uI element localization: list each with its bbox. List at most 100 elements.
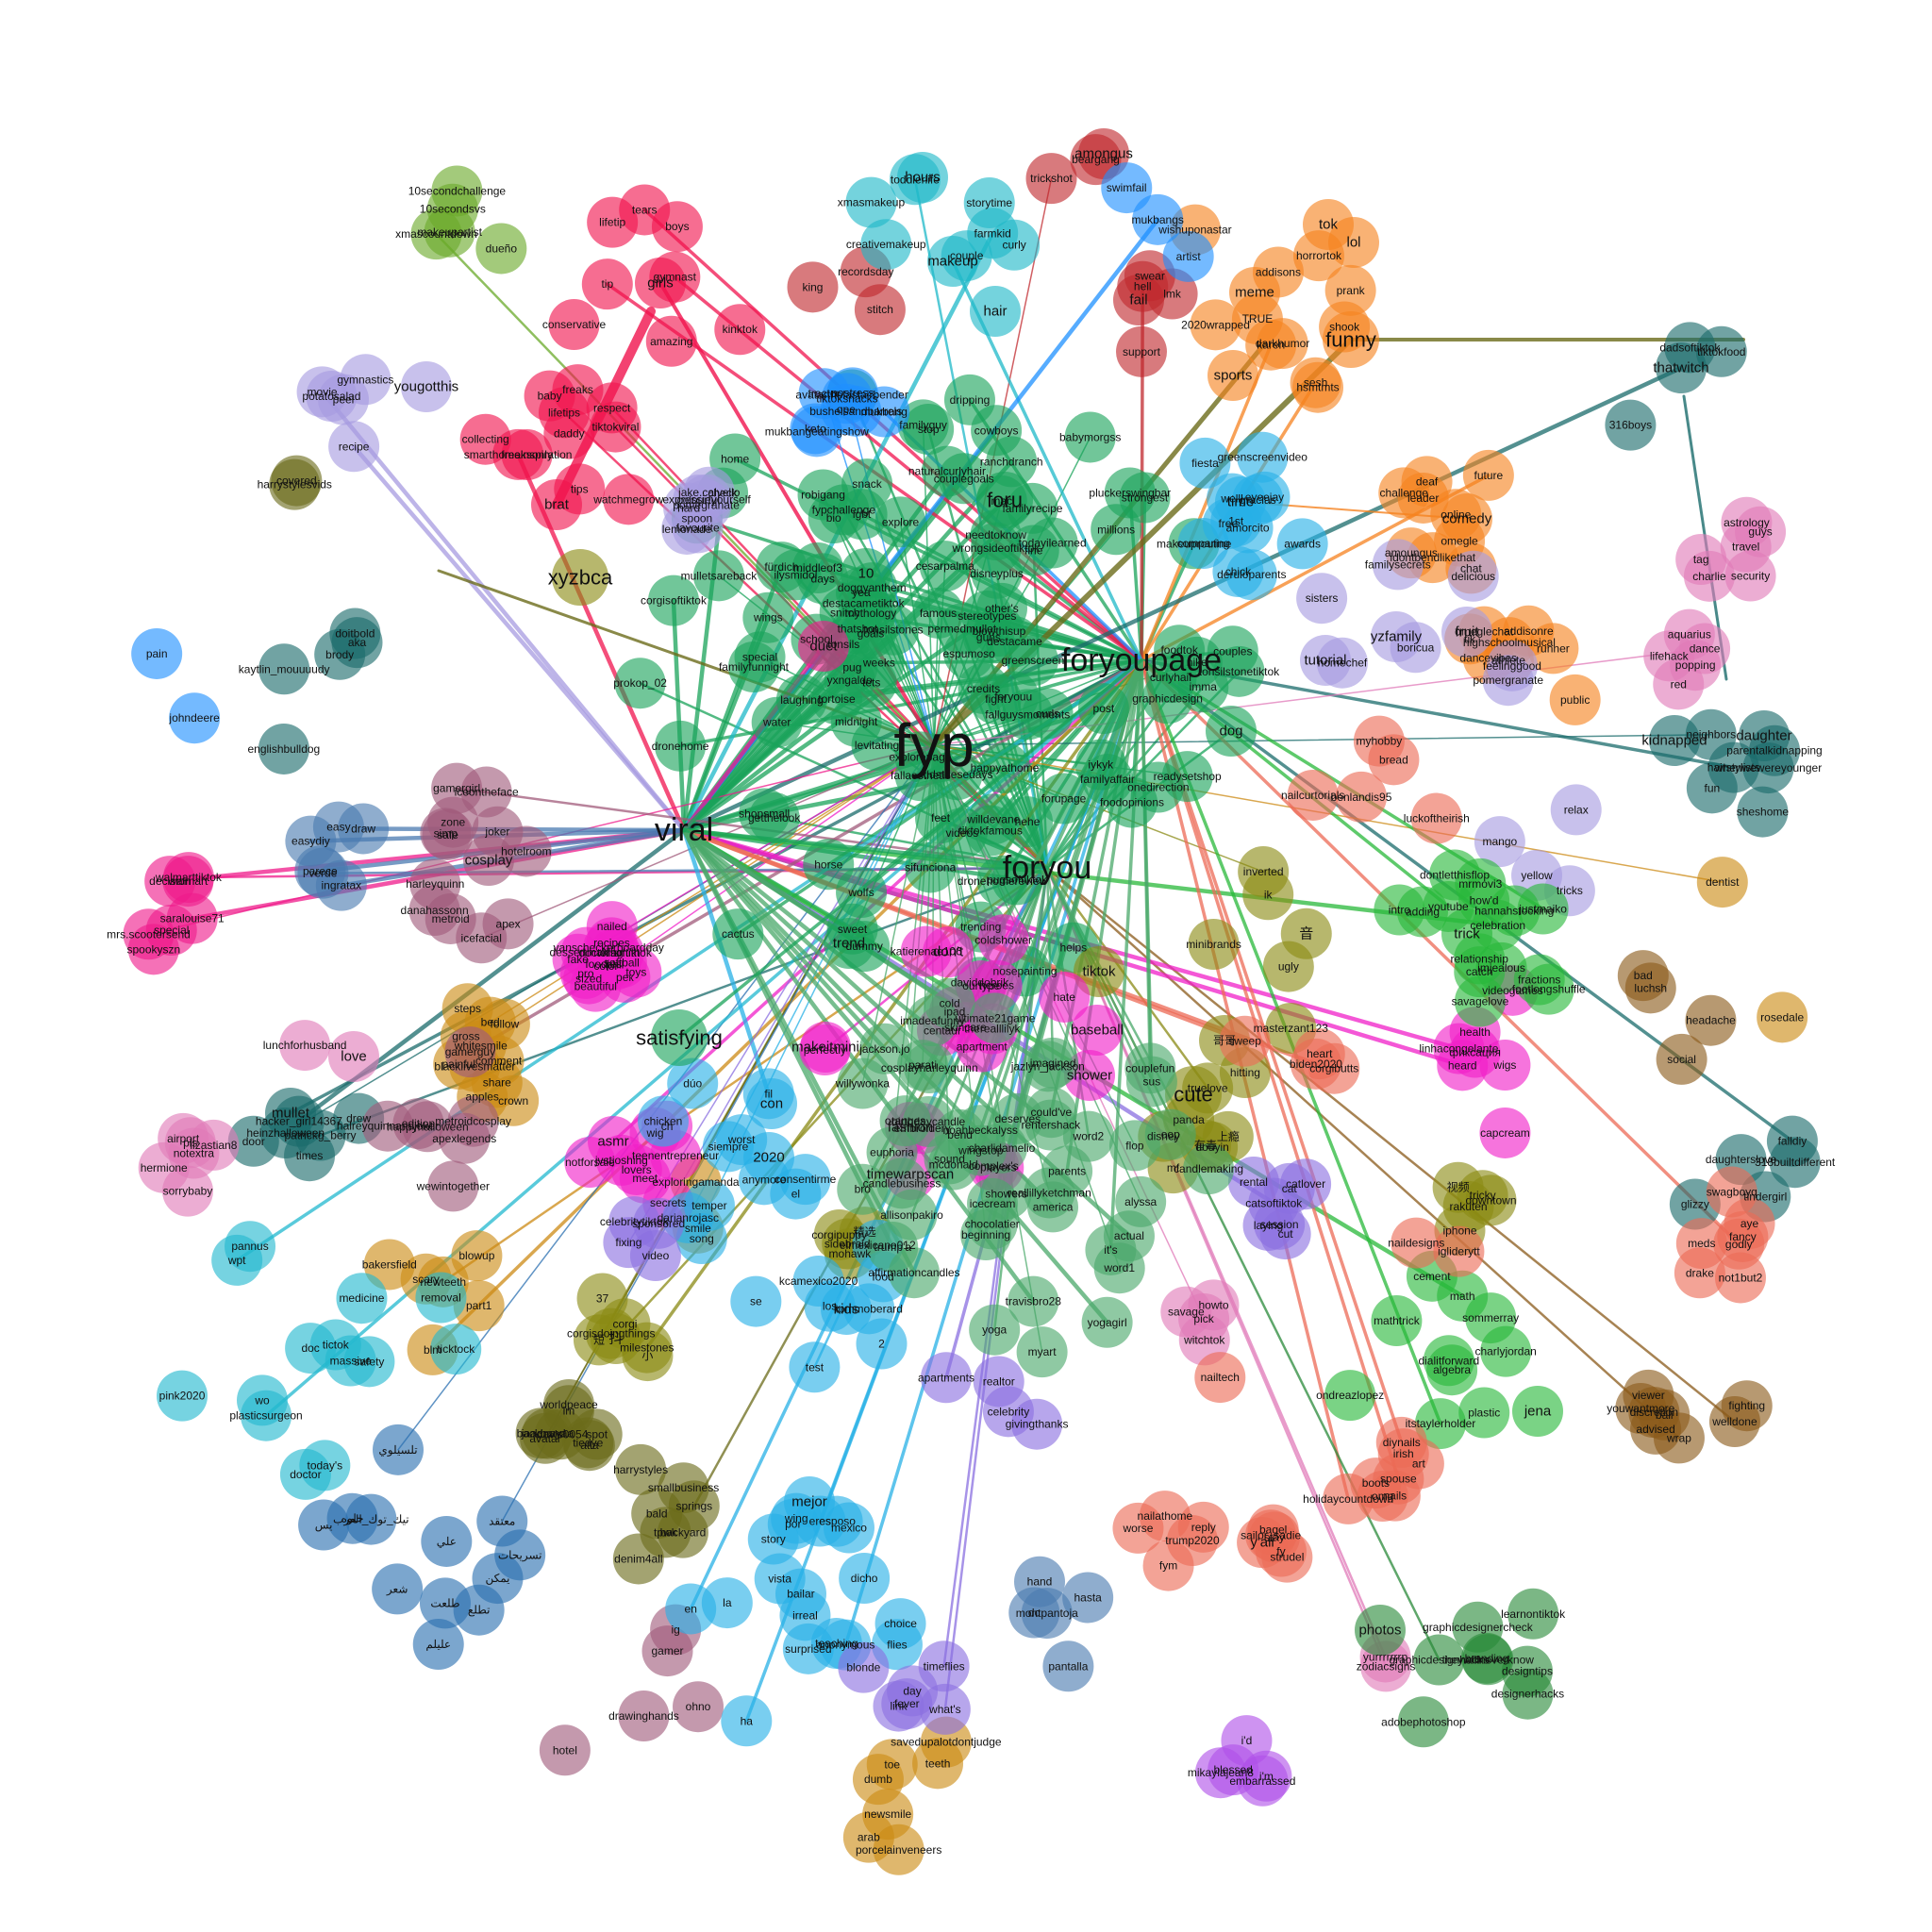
node-label-security: security [1731,570,1770,583]
node-label-mac: mac [991,494,1012,508]
node-label-dont: don't [933,944,964,960]
node-label-tik: tik [1464,632,1476,645]
node-label-youtube: youtube [1428,900,1469,913]
node-label-apartment: apartment [957,1041,1008,1054]
node-aquarius [1663,608,1715,660]
node-happyathome [978,742,1030,794]
node-special [734,631,786,683]
node-label-airport: airport [167,1132,200,1145]
node-label-worst: worst [727,1133,756,1146]
node-label-nosepainting: nosepainting [993,964,1058,977]
node-label-kinktok: kinktok [723,323,758,336]
node-relationship [1454,933,1506,985]
node-label-apexlegends: apexlegends [432,1132,496,1145]
node-label-milestones: milestones [620,1341,674,1355]
node-circles [123,128,1821,1875]
node-label-u72236: рек [616,971,634,984]
node-label-kidsthesedays: kidsthesedays [921,768,992,781]
node-hair [970,286,1021,337]
node-mulletsareback [692,550,744,602]
node-dicho [839,1553,891,1605]
node-label-bushelsandbarrels: bushelsandbarrels [809,405,902,418]
node-label-fight: fight [985,692,1007,706]
node-capcream [1479,1107,1531,1158]
node-hasta [1062,1572,1114,1624]
node-neighbors [1685,708,1737,760]
node-label-addisonre: addisonre [1504,625,1554,638]
node-label-gamer: gamer [651,1644,683,1657]
node-label-trickshot: trickshot [1030,172,1073,185]
node-label-doc: doc [301,1341,319,1355]
node-security [1724,550,1776,602]
node-label-iceontheface: iceontheface [455,786,519,799]
node-label-idontbendlikethat: idontbendlikethat [1390,551,1475,564]
node-label-familyguy: familyguy [899,418,947,431]
node-label-oranges: oranges [885,1114,925,1127]
node-learnontiktok [1507,1588,1559,1640]
node-label-luckoftheirish: luckoftheirish [1404,812,1470,825]
node-rentershack [1024,1099,1076,1151]
node-do [667,1058,719,1109]
node-label-10: 10 [858,566,874,582]
node-embarrassed [1237,1755,1289,1807]
node-label-crown: crown [498,1094,528,1108]
node-fil [742,1068,794,1120]
node-label-tiedye: tiedye [573,1436,603,1449]
node-label-tiktoksnacks: tiktoksnacks [816,391,877,405]
node-apexlegends [439,1112,491,1164]
node-label-babymorgss: babymorgss [1059,430,1121,443]
node-label-others: other's [985,602,1019,615]
node-label-hours: hours [905,170,941,186]
node-label-sponsored: sponsored [632,1217,685,1230]
node-label-yellow: yellow [1521,869,1553,882]
node-awards [1276,518,1328,570]
node-label-nailed: nailed [597,920,627,933]
node-affirmationcandles [888,1247,940,1299]
node-label-mejor: mejor [791,1494,827,1510]
node-myhobby [1353,715,1405,767]
node-mathtrick [1371,1295,1423,1347]
node-espumoso [943,627,995,679]
node-label-dummy: dummy [846,940,883,953]
node-label-teenentrepreneur: teenentrepreneur [632,1149,719,1162]
node-plastic [1458,1387,1510,1439]
node-siempre [702,1121,754,1173]
node-label-fallguysmoments: fallguysmoments [985,708,1070,721]
node-familyguy [897,399,949,451]
node-label-painful: painful [442,1058,475,1071]
node-label-masterzant123: masterzant123 [1254,1022,1329,1035]
node-horrortok [1292,230,1344,282]
node-label-doggyanthem: doggyanthem [838,581,907,594]
node-label-justmaiko: justmaiko [1518,903,1567,916]
node-corgipuppy [813,1208,865,1260]
node-label-chicken: chicken [644,1115,683,1128]
node-label-bakersfield: bakersfield [362,1257,417,1271]
node-label-darianrojasc: darianrojasc [658,1211,719,1224]
node-label-naturalcurlyhair: naturalcurlyhair [908,465,986,478]
node-harrystyles [615,1443,667,1495]
node-snack [841,458,893,510]
node-label-johndeere: johndeere [168,711,220,724]
node-label-onedirection: onedirection [1127,781,1189,794]
node-conservative [548,299,600,351]
node-collecting [459,413,511,465]
node-label-free: free [1218,517,1238,530]
node-label-nailcurtorials: nailcurtorials [1281,789,1344,802]
node-label-snitch: snitch [830,606,859,619]
node-photos [1355,1605,1406,1656]
node-label-ingratax: ingratax [321,879,361,892]
node-label-meet: meet [632,1172,658,1185]
node-midnight [830,695,882,747]
node-label-jaaanayaa: jaaanayaa [521,1427,575,1441]
node-label-designtips: designtips [1502,1665,1553,1678]
node-fiesta [1179,437,1231,489]
edge-wingstop [979,658,1143,1153]
node-godly [1713,1218,1765,1270]
node-label-pls: pls [183,1136,197,1149]
node-label-willdevane: willdevane [966,812,1020,825]
node-label-charlyjordan: charlyjordan [1474,1345,1536,1358]
node-label-permedmullet: permedmullet [927,622,996,635]
node-label-yall: y'all [1250,1535,1274,1551]
node-label-truelove: truelove [1188,1081,1228,1094]
node-label-tiktokfood: tiktokfood [1697,345,1745,358]
